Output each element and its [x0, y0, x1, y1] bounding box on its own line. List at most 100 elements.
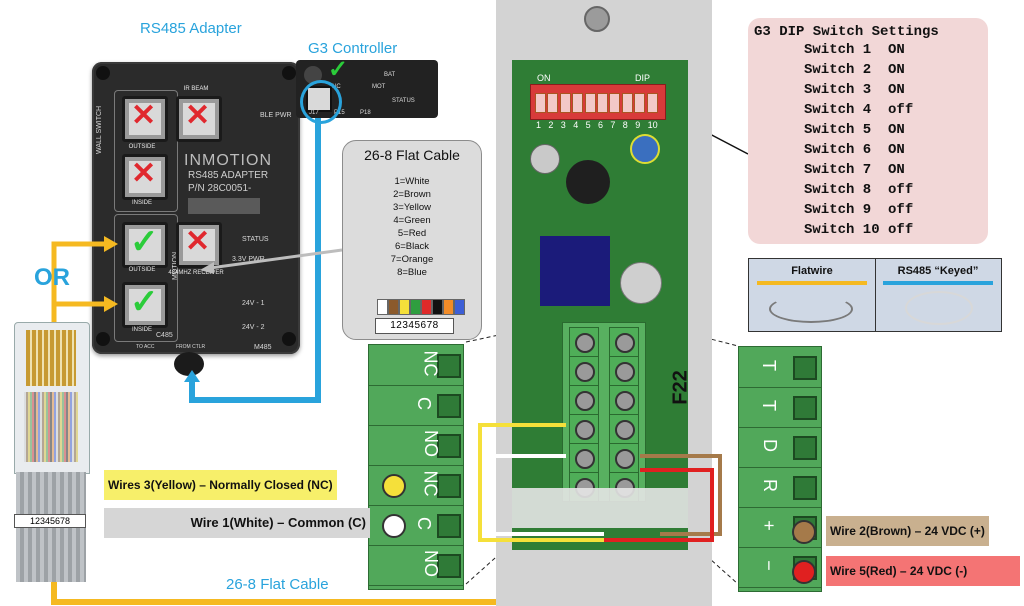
bat-text: BAT — [384, 72, 396, 78]
port-inside-wall-label: INSIDE — [131, 200, 152, 206]
cable-color-item: 3=Yellow — [393, 202, 431, 213]
terminal-label: + — [758, 520, 779, 531]
dip-switch-key[interactable] — [547, 93, 559, 113]
cable-number-strip: 12345678 — [375, 318, 454, 334]
gray-pointer-line — [209, 248, 343, 270]
flat-cable-info-box: 26-8 Flat Cable 1=White 2=Brown 3=Yellow… — [342, 140, 482, 340]
board-terminal-screw[interactable] — [569, 443, 599, 473]
dip-switch-number: 4 — [573, 120, 579, 130]
dip-switch-key[interactable] — [535, 93, 546, 113]
cable-color-item: 1=White — [394, 176, 430, 187]
terminal-screw[interactable] — [437, 354, 461, 378]
screw-icon — [615, 391, 635, 411]
dip-settings-title: G3 DIP Switch Settings — [754, 24, 939, 40]
port-ir-beam[interactable]: ✕ — [176, 96, 222, 142]
wire-red — [604, 468, 714, 542]
or-label: OR — [34, 264, 70, 291]
potentiometer[interactable] — [630, 134, 660, 164]
terminal-screw[interactable] — [793, 396, 817, 420]
screw-icon — [615, 420, 635, 440]
arrowhead-icon — [200, 262, 214, 274]
dip-switch-number: 1 — [536, 120, 542, 130]
controller-led — [304, 66, 322, 84]
legend-flatwire-title: Flatwire — [791, 265, 833, 277]
terminal-screw[interactable] — [437, 554, 461, 578]
terminal-screw[interactable] — [793, 356, 817, 380]
adapter-bottom-port[interactable] — [174, 352, 204, 376]
rj45-number-strip: 12345678 — [14, 514, 86, 528]
board-terminal-screw[interactable] — [609, 385, 639, 415]
terminal-position: NC — [369, 465, 463, 506]
cable-color-stripe — [454, 299, 465, 315]
port-receiver[interactable]: ✕ — [176, 222, 222, 268]
port-inside-motion[interactable]: ✓ — [122, 282, 168, 328]
dip-setting-row: Switch 9 off — [804, 202, 914, 218]
dip-switch-key[interactable] — [597, 93, 608, 113]
dip-switch-key[interactable] — [646, 93, 658, 113]
housing-clip — [512, 488, 688, 528]
dip-switch-number: 6 — [598, 120, 604, 130]
dip-switch-key[interactable] — [572, 93, 584, 113]
terminal-label: T — [759, 360, 779, 371]
terminal-screw[interactable] — [437, 514, 461, 538]
rj45-pins — [26, 330, 76, 386]
mount-hole — [96, 332, 110, 346]
board-terminal-screw[interactable] — [569, 385, 599, 415]
dip-switch-key[interactable] — [621, 93, 633, 113]
dip-switch-key[interactable] — [559, 93, 571, 113]
flatwire-image — [769, 295, 853, 323]
dip-switch-number: 2 — [548, 120, 554, 130]
cable-color-stripe — [421, 299, 432, 315]
terminal-label: NO — [421, 430, 441, 457]
x-mark-icon: ✕ — [131, 99, 157, 132]
capacitor-large — [620, 262, 662, 304]
mount-hole — [282, 66, 296, 80]
m485-text: M485 — [254, 344, 272, 351]
port-inside-motion-label: INSIDE — [131, 327, 152, 333]
terminal-label: − — [758, 560, 779, 571]
check-mark-icon: ✓ — [328, 56, 349, 83]
dip-switch-key[interactable] — [584, 93, 596, 113]
yellow-wire-dot — [382, 474, 406, 498]
cable-color-stripe — [443, 299, 454, 315]
port-inside-wall[interactable]: ✕ — [122, 154, 168, 200]
arrowhead-icon — [184, 370, 200, 382]
port-outside-motion[interactable]: ✓ — [122, 222, 168, 268]
board-terminal-screw[interactable] — [609, 443, 639, 473]
cable-color-stripe — [399, 299, 410, 315]
wire-red-label: Wire 5(Red) – 24 VDC (-) — [826, 556, 1020, 586]
board-terminal-screw[interactable] — [609, 414, 639, 444]
dip-setting-row: Switch 7 ON — [804, 162, 905, 178]
rj45-wires — [24, 392, 78, 462]
terminal-position: D — [739, 427, 821, 468]
board-terminal-screw[interactable] — [569, 356, 599, 386]
terminal-label: C — [414, 397, 434, 410]
cable-color-item: 7=Orange — [390, 254, 434, 265]
board-terminal-screw[interactable] — [569, 327, 599, 357]
terminal-position: NC — [369, 345, 463, 386]
port-outside-wall[interactable]: ✕ — [122, 96, 168, 142]
from-ctlr-text: FROM CTLR — [176, 344, 206, 350]
dip-switch-key[interactable] — [609, 93, 621, 113]
screw-icon — [575, 333, 595, 353]
receiver-label: 434MHZ RECEIVER — [168, 270, 224, 276]
motion-group — [114, 214, 178, 342]
terminal-screw[interactable] — [437, 474, 461, 498]
dip-setting-row: Switch 3 ON — [804, 82, 905, 98]
brown-wire-dot — [792, 520, 816, 544]
terminal-label: C — [414, 517, 434, 530]
terminal-screw[interactable] — [793, 476, 817, 500]
terminal-position: C — [369, 505, 463, 546]
dip-switch-key[interactable] — [634, 93, 646, 113]
board-terminal-screw[interactable] — [609, 356, 639, 386]
terminal-screw[interactable] — [437, 434, 461, 458]
cable-color-stripe — [377, 299, 388, 315]
x-mark-icon: ✕ — [185, 99, 211, 132]
x-mark-icon: ✕ — [185, 225, 211, 258]
terminal-screw[interactable] — [793, 436, 817, 460]
terminal-position: R — [739, 467, 821, 508]
terminal-screw[interactable] — [437, 394, 461, 418]
